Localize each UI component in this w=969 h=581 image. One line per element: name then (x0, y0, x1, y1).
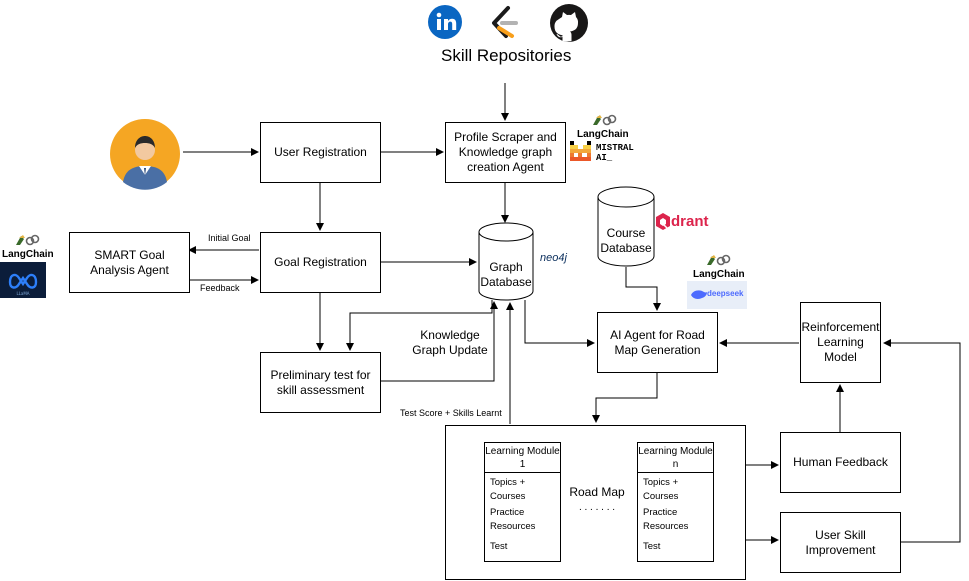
neo4j-brand-label: neo4j (540, 252, 567, 264)
mistral-brand-label: MISTRAL AI_ (596, 143, 634, 163)
langchain-icon (14, 233, 40, 252)
ai-agent-node: AI Agent for Road Map Generation (597, 312, 718, 373)
user-skill-node: User Skill Improvement (780, 512, 901, 573)
mistral-logo-icon (570, 141, 592, 166)
reinforcement-learning-node: Reinforcement Learning Model (800, 302, 881, 383)
leetcode-icon (486, 4, 522, 47)
graph-database-label: Graph Database (480, 260, 532, 289)
user-avatar-icon (109, 118, 181, 195)
module-item: Practice Resources (490, 507, 536, 532)
graph-database-cylinder (478, 222, 534, 307)
langchain-brand-label: LangChain (693, 269, 745, 280)
qdrant-logo-icon (655, 212, 671, 237)
user-registration-node: User Registration (260, 122, 381, 183)
linkedin-icon (428, 5, 462, 44)
github-icon (549, 3, 589, 48)
deepseek-brand-label: deepseek (707, 289, 744, 298)
goal-registration-node: Goal Registration (260, 232, 381, 293)
module-item: Topics + Courses (643, 477, 679, 502)
road-map-label: Road Map (569, 485, 625, 499)
deepseek-logo: deepseek (687, 281, 747, 309)
course-database-label: Course Database (600, 226, 652, 255)
edge-test-to-graphdb (381, 301, 498, 382)
langchain-brand-label: LangChain (2, 249, 54, 260)
langchain-brand-label: LangChain (577, 129, 629, 140)
meta-brand-text: LLaMA (16, 291, 29, 296)
edge-skill-to-rl (883, 339, 961, 543)
langchain-icon (591, 113, 617, 132)
meta-llama-logo-icon: LLaMA (0, 262, 46, 303)
module-item: Topics + Courses (490, 477, 526, 502)
learning-module-first: Learning Module 1 Topics + Courses Pract… (484, 442, 561, 562)
qdrant-brand-label: drant (671, 213, 709, 230)
initial-goal-label: Initial Goal (208, 233, 251, 243)
feedback-label: Feedback (200, 283, 240, 293)
edge-coursedb-to-agent (625, 267, 661, 311)
module-item: Test (643, 541, 661, 552)
module-title: Learning Module n (638, 443, 713, 473)
learning-module-last: Learning Module n Topics + Courses Pract… (637, 442, 714, 562)
road-map-dots: . . . . . . . (578, 502, 616, 513)
edge-graphdb-to-agent (524, 300, 595, 347)
neo4j-logo: neo4j (540, 252, 567, 264)
edge-agent-to-roadmap (592, 373, 658, 423)
module-item: Practice Resources (643, 507, 689, 532)
skill-repositories-title: Skill Repositories (441, 46, 572, 65)
course-database-cylinder (597, 186, 655, 273)
module-item: Test (490, 541, 508, 552)
smart-goal-node: SMART Goal Analysis Agent (69, 232, 190, 293)
kg-update-label: Knowledge Graph Update (412, 328, 488, 357)
langchain-icon (705, 253, 731, 272)
test-score-label: Test Score + Skills Learnt (400, 408, 502, 418)
module-title: Learning Module 1 (485, 443, 560, 473)
preliminary-test-node: Preliminary test for skill assessment (260, 352, 381, 413)
human-feedback-node: Human Feedback (780, 432, 901, 493)
profile-scraper-node: Profile Scraper and Knowledge graph crea… (445, 122, 566, 183)
